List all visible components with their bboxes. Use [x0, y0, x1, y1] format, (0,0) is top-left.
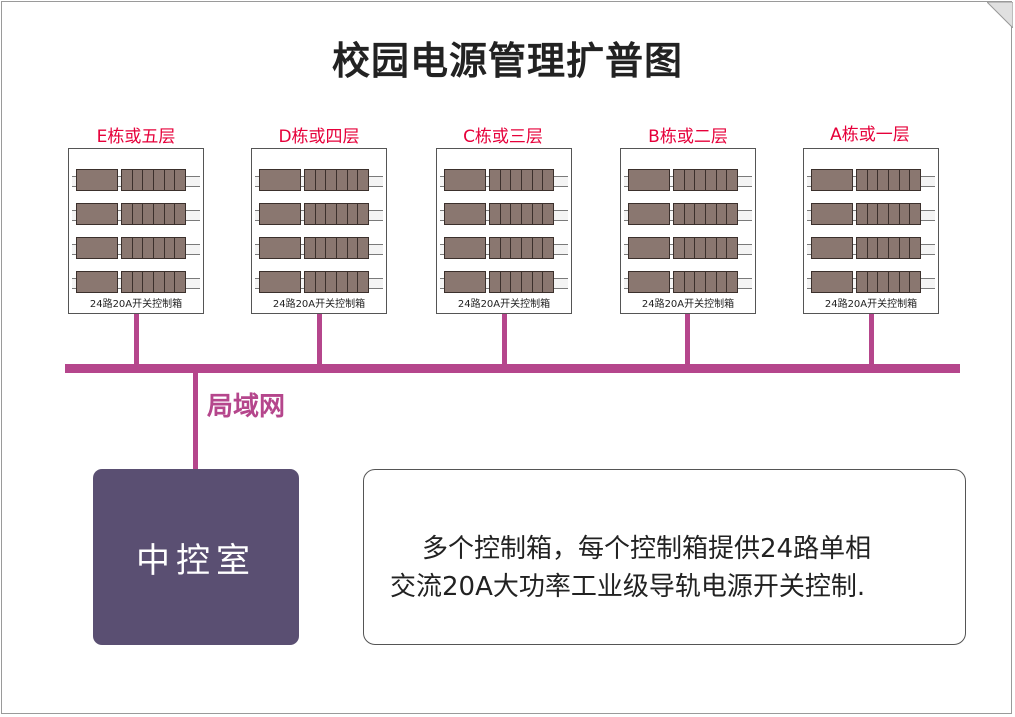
control-cabinet-e: 24路20A开关控制箱	[68, 148, 204, 314]
cabinet-label: 24路20A开关控制箱	[457, 299, 551, 310]
page-corner-fold	[987, 2, 1013, 28]
lan-bus-line	[65, 364, 960, 373]
building-label-b: B栋或二层	[648, 127, 728, 147]
control-room-link	[193, 373, 198, 469]
control-cabinet-d: 24路20A开关控制箱	[251, 148, 387, 314]
control-room-box: 中控室	[93, 469, 299, 645]
diagram-title: 校园电源管理扩普图	[331, 39, 683, 83]
network-drop-c	[502, 314, 507, 364]
building-label-c: C栋或三层	[463, 127, 543, 147]
description-box: 多个控制箱，每个控制箱提供24路单相 交流20A大功率工业级导轨电源开关控制.	[363, 469, 966, 645]
description-line-1: 多个控制箱，每个控制箱提供24路单相	[422, 534, 872, 564]
network-drop-d	[317, 314, 322, 364]
network-drop-b	[685, 314, 690, 364]
cabinet-label: 24路20A开关控制箱	[272, 299, 366, 310]
building-label-e: E栋或五层	[96, 127, 176, 147]
description-line-2: 交流20A大功率工业级导轨电源开关控制.	[390, 572, 866, 602]
network-drop-a	[869, 314, 874, 364]
cabinet-label: 24路20A开关控制箱	[89, 299, 183, 310]
control-cabinet-c: 24路20A开关控制箱	[436, 148, 572, 314]
network-drop-e	[134, 314, 139, 364]
cabinet-label: 24路20A开关控制箱	[824, 299, 918, 310]
building-label-d: D栋或四层	[278, 127, 360, 147]
control-room-label: 中控室	[136, 540, 256, 581]
control-cabinet-a: 24路20A开关控制箱	[803, 148, 939, 314]
lan-label: 局域网	[207, 392, 286, 422]
cabinet-label: 24路20A开关控制箱	[641, 299, 735, 310]
building-label-a: A栋或一层	[830, 125, 910, 145]
control-cabinet-b: 24路20A开关控制箱	[620, 148, 756, 314]
